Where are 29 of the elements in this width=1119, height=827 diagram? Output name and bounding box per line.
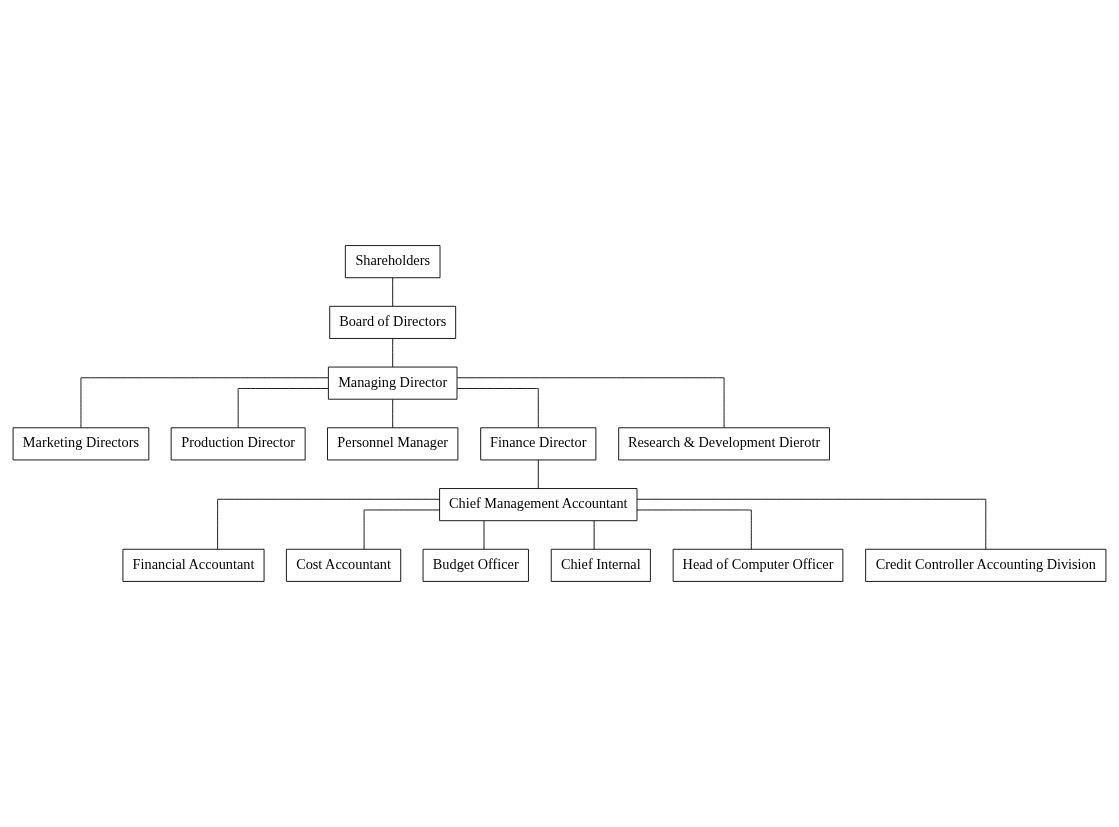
connector: [363, 509, 440, 550]
node-box: Head of Computer Officer: [672, 548, 844, 582]
connector: [392, 277, 394, 307]
node-box: Marketing Directors: [12, 427, 150, 461]
node-box: Financial Accountant: [122, 548, 265, 582]
node-box: Board of Directors: [329, 305, 457, 339]
connector: [392, 398, 394, 428]
node-box: Chief Internal: [550, 548, 651, 582]
connector: [456, 388, 539, 428]
node-box: Shareholders: [344, 245, 441, 279]
node-box: Finance Director: [480, 427, 597, 461]
connector: [636, 509, 752, 550]
node-box: Chief Management Accountant: [439, 488, 638, 522]
connector: [217, 498, 440, 550]
connector: [636, 498, 987, 550]
connector: [593, 520, 595, 550]
node-box: Budget Officer: [422, 548, 529, 582]
connector: [456, 377, 725, 428]
connector: [237, 388, 329, 428]
connector: [80, 377, 329, 428]
connector: [537, 459, 539, 489]
connector: [483, 520, 485, 550]
node-box: Research & Development Dierotr: [618, 427, 830, 461]
node-box: Credit Controller Accounting Division: [865, 548, 1107, 582]
connector: [392, 338, 394, 368]
node-box: Production Director: [170, 427, 306, 461]
node-box: Managing Director: [327, 366, 458, 400]
node-box: Personnel Manager: [327, 427, 459, 461]
node-box: Cost Accountant: [285, 548, 402, 582]
